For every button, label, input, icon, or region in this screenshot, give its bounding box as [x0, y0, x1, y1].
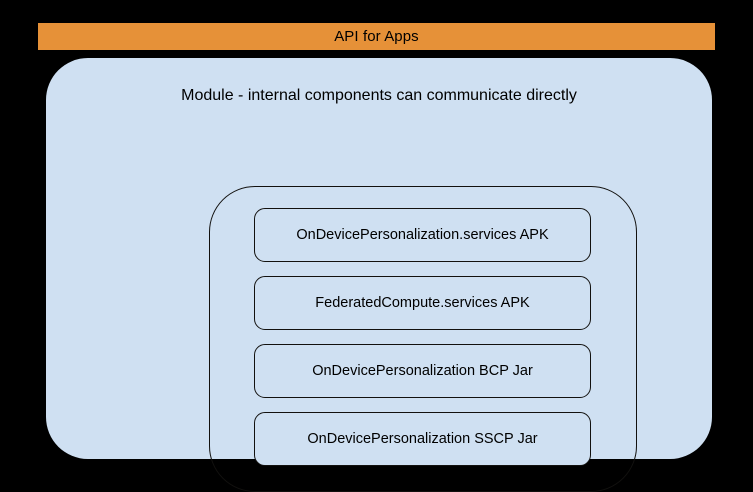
api-for-apps-banner: API for Apps	[38, 23, 715, 50]
component-card-label: FederatedCompute.services APK	[315, 294, 530, 311]
component-card-federatedcompute-services-apk[interactable]: FederatedCompute.services APK	[254, 276, 591, 330]
module-container: Module - internal components can communi…	[46, 58, 712, 492]
component-card-ondevicepersonalization-sscp-jar[interactable]: OnDevicePersonalization SSCP Jar	[254, 412, 591, 466]
component-card-list: OnDevicePersonalization.services APK Fed…	[254, 208, 591, 466]
component-card-label: OnDevicePersonalization BCP Jar	[312, 362, 533, 379]
api-for-apps-banner-label: API for Apps	[334, 28, 419, 45]
module-caption: Module - internal components can communi…	[181, 87, 577, 104]
diagram-canvas: API for Apps Module - internal component…	[38, 23, 715, 492]
component-card-label: OnDevicePersonalization.services APK	[296, 226, 549, 243]
component-card-label: OnDevicePersonalization SSCP Jar	[307, 430, 538, 447]
component-card-ondevicepersonalization-services-apk[interactable]: OnDevicePersonalization.services APK	[254, 208, 591, 262]
component-card-ondevicepersonalization-bcp-jar[interactable]: OnDevicePersonalization BCP Jar	[254, 344, 591, 398]
